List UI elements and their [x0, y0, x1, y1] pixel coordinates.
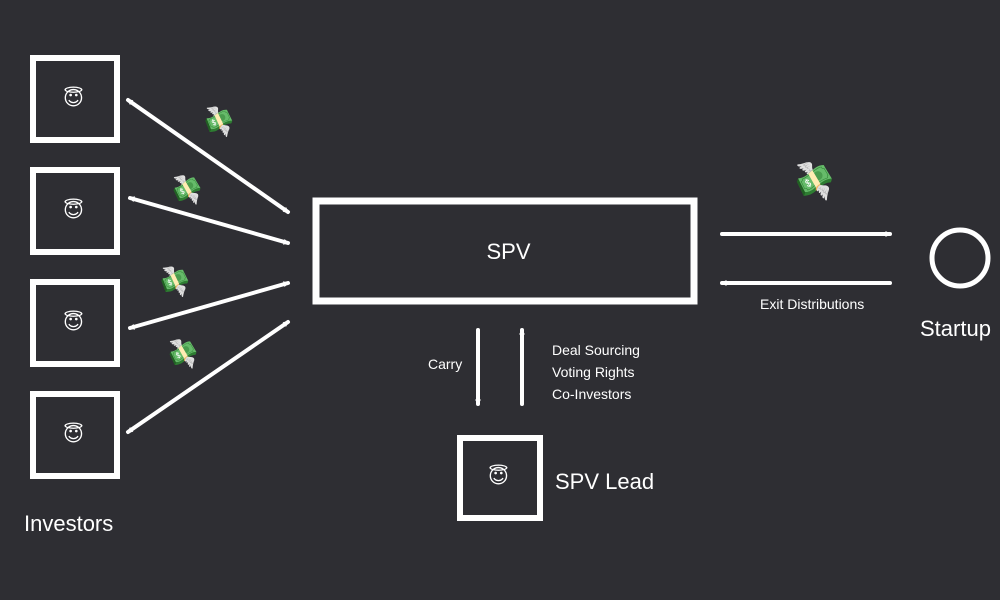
carry-label: Carry — [428, 356, 463, 372]
deal-sourcing-label: Deal Sourcing — [552, 342, 640, 358]
money-with-wings-icon: 💸 — [162, 334, 202, 372]
investors-label: Investors — [24, 511, 114, 536]
investor-box — [30, 167, 120, 255]
voting-rights-label: Voting Rights — [552, 364, 635, 380]
spv-box — [312, 197, 698, 305]
exit-distributions-label: Exit Distributions — [760, 296, 865, 312]
investor-spv-arrow — [128, 196, 290, 245]
investor-face-icon: 😇 — [63, 312, 84, 334]
spv-lead-label: SPV Lead — [555, 469, 655, 494]
co-investors-label: Co-Investors — [552, 386, 632, 402]
money-with-wings-icon: 💸 — [166, 170, 206, 208]
spv-lead-face-icon: 😇 — [488, 466, 509, 488]
investor-box — [30, 391, 120, 479]
investor-spv-arrow — [126, 320, 290, 434]
investor-face-icon: 😇 — [63, 200, 84, 222]
investor-box — [30, 279, 120, 367]
startup-label: Startup — [920, 316, 991, 341]
investor-face-icon: 😇 — [63, 88, 84, 110]
spv-lead-box — [457, 435, 543, 521]
startup-circle — [929, 227, 991, 289]
investor-face-icon: 😇 — [63, 424, 84, 446]
investor-spv-arrow — [128, 281, 290, 330]
investor-box — [30, 55, 120, 143]
spv-label: SPV — [486, 239, 531, 264]
investor-spv-arrow — [126, 98, 290, 214]
